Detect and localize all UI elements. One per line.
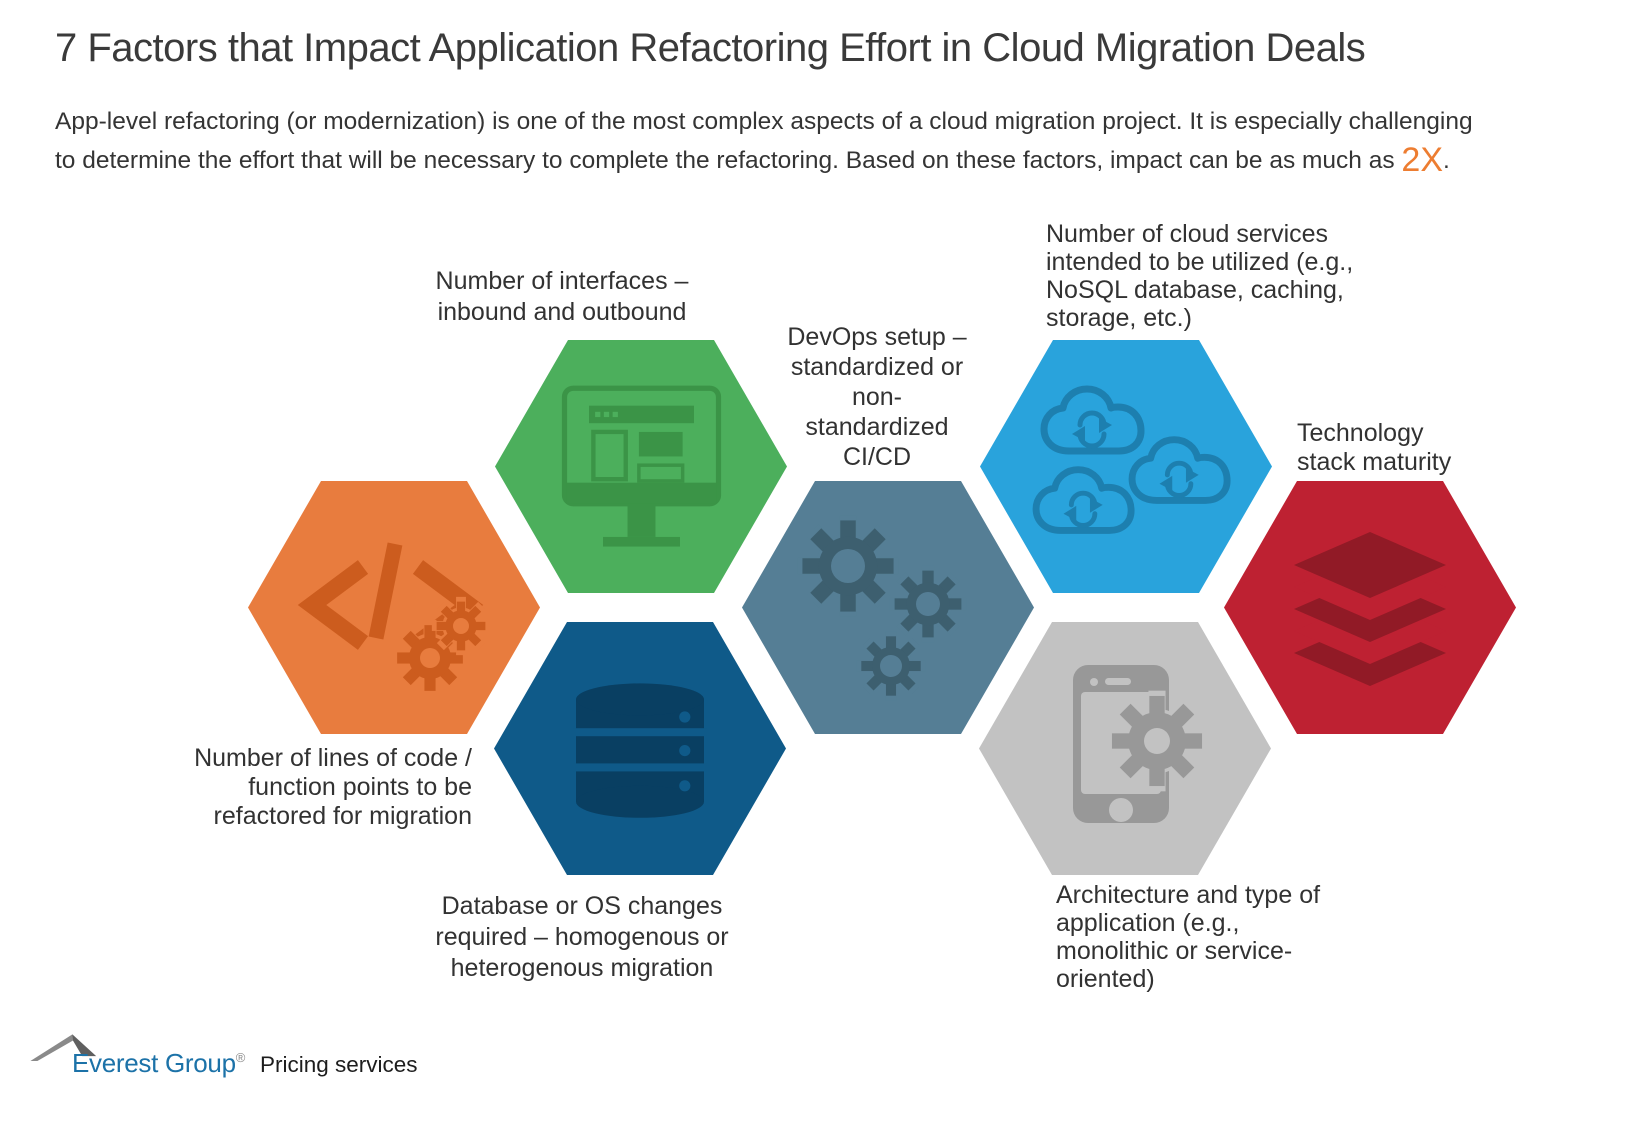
- everest-group-logo-icon: [30, 1034, 97, 1061]
- label-lines-of-code: Number of lines of code / function point…: [194, 744, 472, 830]
- hexagon-architecture: [979, 622, 1271, 875]
- label-database-os: Database or OS changes required – homoge…: [435, 892, 729, 982]
- hexagon-technology-stack: [1224, 481, 1516, 734]
- subtitle-line-1: App-level refactoring (or modernization)…: [55, 108, 1473, 135]
- hexagon-lines-of-code: [248, 481, 540, 734]
- brand-tagline: Pricing services: [260, 1052, 418, 1077]
- subtitle-period: .: [1443, 147, 1450, 174]
- label-architecture: Architecture and type of application (e.…: [1056, 881, 1321, 993]
- label-cloud-services: Number of cloud services intended to be …: [1046, 220, 1354, 332]
- subtitle-line-2: to determine the effort that will be nec…: [55, 141, 1595, 180]
- phone-gear-icon: [1073, 664, 1208, 823]
- subtitle: App-level refactoring (or modernization)…: [55, 102, 1595, 180]
- gears-icon: [797, 515, 967, 700]
- subtitle-line-2-text: to determine the effort that will be nec…: [55, 147, 1402, 174]
- label-devops: DevOps setup – standardized or non- stan…: [787, 323, 967, 471]
- hexagon-devops: [742, 481, 1034, 734]
- code-icon: [297, 542, 491, 696]
- hexagon-interfaces: [495, 340, 787, 593]
- registered-mark: ®: [235, 1050, 246, 1065]
- hexagon-database-os: [494, 622, 786, 875]
- layers-icon: [1294, 531, 1446, 686]
- impact-highlight: 2X: [1401, 141, 1443, 179]
- cloud-sync-icon: [1016, 367, 1236, 567]
- page-title: 7 Factors that Impact Application Refact…: [55, 26, 1366, 70]
- label-technology-stack: Technology stack maturity: [1297, 419, 1452, 476]
- label-interfaces: Number of interfaces – inbound and outbo…: [435, 267, 689, 326]
- browser-monitor-icon: [561, 385, 721, 547]
- database-icon: [572, 682, 708, 818]
- footer-brand-row: Everest Group® Pricing services: [72, 1048, 418, 1079]
- brand-name: Everest Group®: [72, 1048, 245, 1079]
- brand-name-text: Everest Group: [72, 1048, 236, 1078]
